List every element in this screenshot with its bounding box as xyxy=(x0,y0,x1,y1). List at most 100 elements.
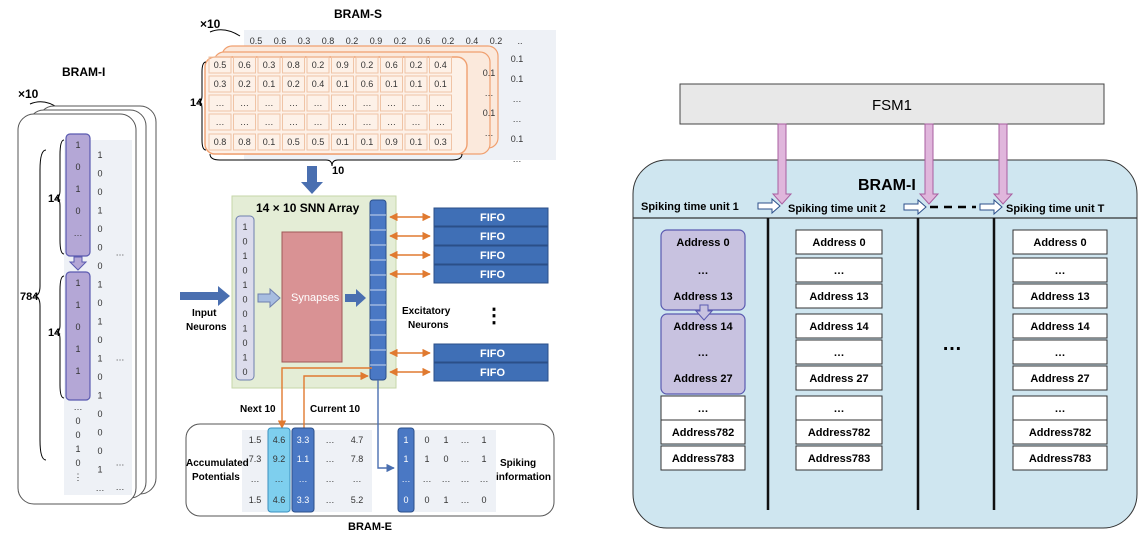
weight-value: … xyxy=(240,98,249,108)
weight-cell xyxy=(208,75,232,93)
brace-bram-s-rows xyxy=(197,61,207,151)
address-cell xyxy=(795,419,883,445)
weight-value: 0.2 xyxy=(346,36,359,46)
input-bit: 1 xyxy=(242,251,247,261)
weight-value: 0.5 xyxy=(287,137,300,147)
next-10-arrow xyxy=(277,367,372,429)
weight-value: 0.9 xyxy=(385,137,398,147)
weight-cell xyxy=(429,75,452,93)
weight-cell xyxy=(380,113,403,131)
address-label: Address 0 xyxy=(676,237,729,249)
potential-value: 7.3 xyxy=(249,454,262,464)
address-label: … xyxy=(834,403,845,415)
fifo-4-label: FIFO xyxy=(480,269,505,281)
input-bit: 0 xyxy=(242,338,247,348)
weight-cell xyxy=(355,113,379,131)
weight-value: … xyxy=(363,117,372,127)
bit-value: 1 xyxy=(75,300,80,310)
address-cell xyxy=(660,395,746,421)
potential-value: 1.5 xyxy=(249,495,262,505)
address-label: … xyxy=(834,265,845,277)
address-label: Address782 xyxy=(1029,427,1091,439)
weight-cell xyxy=(404,56,428,74)
brace-784 xyxy=(33,149,47,461)
current-10-column xyxy=(291,427,315,513)
potential-value: 3.3 xyxy=(297,435,310,445)
spike-value: 1 xyxy=(403,435,408,445)
weight-cell xyxy=(233,75,256,93)
input-neurons-label-1: Input xyxy=(192,308,217,319)
weight-cell xyxy=(257,94,281,112)
weight-value: 0.1 xyxy=(361,137,374,147)
potential-value: 1.5 xyxy=(249,435,262,445)
weight-value: 0.3 xyxy=(214,79,227,89)
input-bit: 1 xyxy=(242,280,247,290)
bram-s-stack-brace xyxy=(209,29,241,37)
address-cell xyxy=(1012,365,1108,391)
synapses-block xyxy=(281,231,343,363)
excitatory-label-1: Excitatory xyxy=(402,306,451,317)
weight-value: … xyxy=(513,114,522,124)
fifo-4 xyxy=(433,264,549,284)
next-10-column xyxy=(267,427,291,513)
bit-value: 1 xyxy=(97,354,102,364)
address-label: Address783 xyxy=(808,453,870,465)
fifo-1 xyxy=(433,207,549,227)
input-neurons-label-2: Neurons xyxy=(186,322,227,333)
weight-value: 0.6 xyxy=(238,60,251,70)
spike-value: … xyxy=(480,474,489,484)
bram-i-title: BRAM-I xyxy=(62,65,105,79)
weight-value: … xyxy=(412,98,421,108)
fifo-2-label: FIFO xyxy=(480,231,505,243)
weight-cell xyxy=(404,113,428,131)
weight-cell xyxy=(380,94,403,112)
input-neurons-vector xyxy=(235,215,255,381)
fifo-1-label: FIFO xyxy=(480,212,505,224)
bram-s-down-arrow xyxy=(301,166,323,194)
weight-value: 0.6 xyxy=(385,60,398,70)
bram-s-title: BRAM-S xyxy=(334,7,382,21)
weight-value: … xyxy=(216,98,225,108)
weight-value: … xyxy=(289,98,298,108)
weight-cell xyxy=(257,133,281,151)
input-bit: 1 xyxy=(242,324,247,334)
spike-value: … xyxy=(461,495,470,505)
spike-value: … xyxy=(461,454,470,464)
weight-value: 0.6 xyxy=(274,36,287,46)
weight-cell xyxy=(282,94,305,112)
input-bit: 0 xyxy=(242,295,247,305)
bram-s-col-label: 10 xyxy=(332,165,344,177)
weight-value: … xyxy=(338,117,347,127)
bit-value: ⋮ xyxy=(74,472,83,482)
potential-value: 9.2 xyxy=(273,454,286,464)
address-label: Address 27 xyxy=(809,373,868,385)
fifo-6-label: FIFO xyxy=(480,367,505,379)
fifo-6 xyxy=(433,362,549,382)
fsm-control-arrows xyxy=(771,123,1014,205)
bit-value: 1 xyxy=(75,366,80,376)
weight-cell xyxy=(282,113,305,131)
spike-value: 0 xyxy=(403,495,408,505)
bram-i-times: ×10 xyxy=(18,87,39,101)
bram-s-right-col-b: 0.1…0.1… xyxy=(483,68,496,138)
accumulated-label-1: Accumulated xyxy=(186,458,249,469)
fifo-3-label: FIFO xyxy=(480,250,505,262)
bit-value: 0 xyxy=(75,416,80,426)
bit-value: 1 xyxy=(97,317,102,327)
address-label: Address783 xyxy=(672,453,734,465)
potential-value: … xyxy=(299,474,308,484)
bit-value: 0 xyxy=(97,335,102,345)
weight-value: … xyxy=(387,117,396,127)
input-bit: 0 xyxy=(242,367,247,377)
spike-value: 1 xyxy=(424,454,429,464)
spike-value: 0 xyxy=(424,495,429,505)
weight-cell xyxy=(331,75,354,93)
time-unit-2: Spiking time unit 2 xyxy=(788,203,886,215)
bram-i-label-14-a: 14 xyxy=(48,193,61,205)
time-arrow-1 xyxy=(757,197,781,215)
address-label: Address782 xyxy=(672,427,734,439)
bit-value: … xyxy=(116,353,125,363)
address-cell xyxy=(1012,419,1108,445)
weight-value: .. xyxy=(517,36,522,46)
bit-value: 1 xyxy=(75,140,80,150)
